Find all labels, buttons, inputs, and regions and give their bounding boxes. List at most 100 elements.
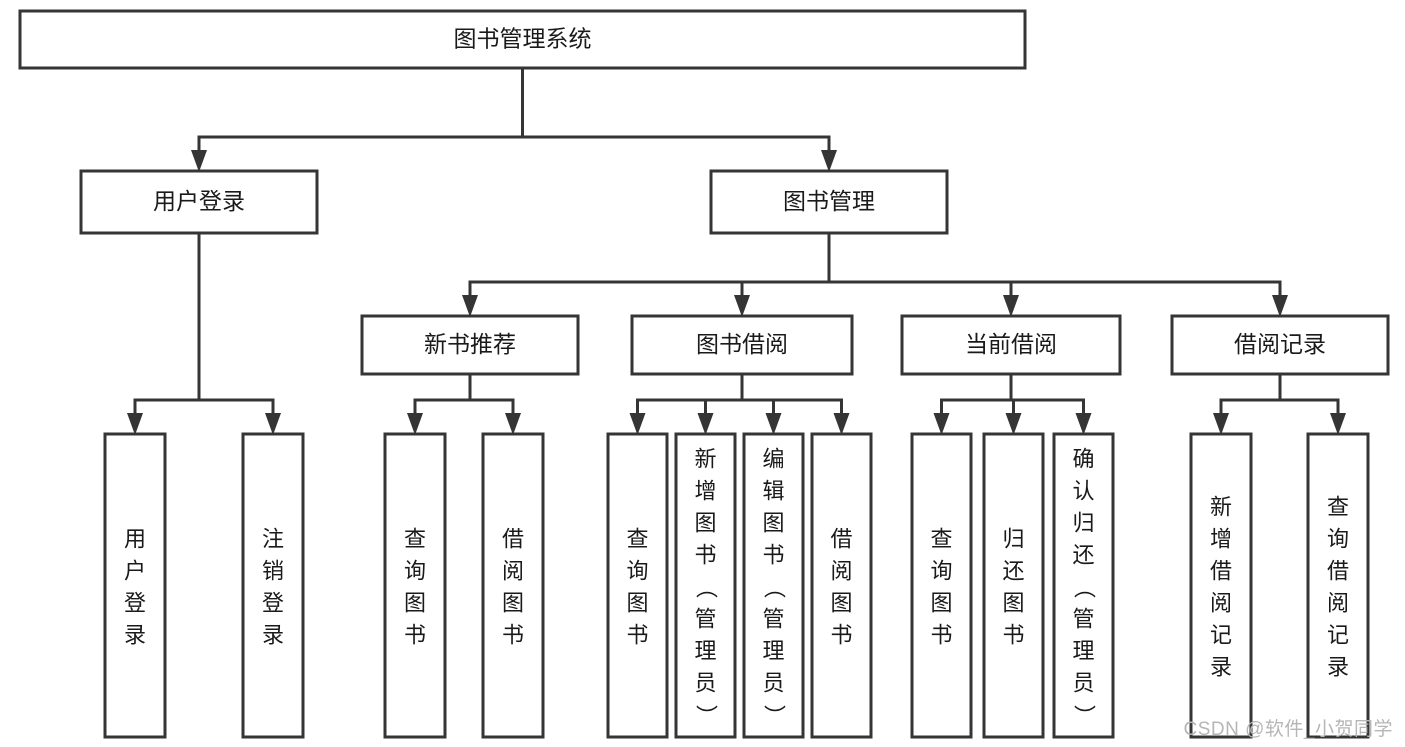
edge-group-new-book-rec [407,372,521,435]
node-label-char: 登 [124,590,146,615]
node-label-char: 销 [262,558,284,583]
node-label-char: 书 [502,622,524,647]
node-label-char: 记 [1210,622,1232,647]
node-box-borrow-record[interactable] [1170,314,1390,376]
edge-group-user-login [127,231,281,435]
node-label-char: 录 [262,622,284,647]
node-box-root[interactable] [18,9,1027,70]
node-box-leaf-user-login[interactable] [103,432,167,739]
node-box-new-book-rec[interactable] [360,314,580,376]
node-label-char: 图 [626,590,648,615]
node-label-char: 录 [1327,654,1349,679]
node-label-char: ） [1072,704,1097,726]
edge-group-book-manage [462,231,1288,317]
node-label-char: 理 [694,638,716,663]
node-label-char: 户 [124,558,146,583]
node-label-char: 书 [1002,622,1024,647]
node-root[interactable]: 图书管理系统 [18,9,1027,70]
node-box-leaf-return-book[interactable] [982,432,1045,739]
node-label-char: 确 [1072,446,1094,471]
node-box-leaf-query-book-borrow[interactable] [606,432,669,739]
edge-group-root [191,66,837,172]
node-box-leaf-user-logout[interactable] [241,432,305,739]
node-label-char: 询 [626,558,648,583]
node-box-leaf-confirm-return-admin[interactable] [1052,432,1115,739]
node-label-char: 录 [1210,654,1232,679]
node-label-char: 阅 [502,558,524,583]
node-label-char: 增 [694,478,716,503]
node-label-char: 员 [1072,670,1094,695]
node-label-char: 登 [262,590,284,615]
node-book-borrow[interactable]: 图书借阅 [630,314,854,376]
node-box-book-manage[interactable] [709,169,949,235]
node-box-book-borrow[interactable] [630,314,854,376]
node-label-book-manage: 图书管理 [783,188,875,214]
node-label-char: （ [1072,576,1097,598]
node-label-char: 书 [694,542,716,567]
node-label-char: 还 [1002,558,1024,583]
node-new-book-rec[interactable]: 新书推荐 [360,314,580,376]
node-box-leaf-add-book-admin[interactable] [674,432,737,739]
node-user-login[interactable]: 用户登录 [79,169,319,235]
node-box-leaf-query-book-current[interactable] [910,432,973,739]
node-box-leaf-edit-book-admin[interactable] [742,432,805,739]
node-label-char: 图 [830,590,852,615]
node-label-char: 记 [1327,622,1349,647]
node-label-char: 查 [930,526,952,551]
node-label-char: 归 [1072,510,1094,535]
node-box-current-borrow[interactable] [900,314,1122,376]
node-box-leaf-query-book-rec[interactable] [383,432,447,739]
node-box-leaf-add-borrow-record[interactable] [1189,432,1253,739]
node-label-char: 用 [124,526,146,551]
node-label-char: 书 [626,622,648,647]
node-leaf-user-login[interactable]: 用户登录 [103,432,167,739]
node-label-char: 书 [404,622,426,647]
node-label-char: 员 [694,670,716,695]
node-label-char: 查 [626,526,648,551]
node-label-char: ） [762,704,787,726]
node-box-leaf-borrow-book-rec[interactable] [481,432,545,739]
edge-group-book-borrow [629,372,850,435]
node-label-char: （ [694,576,719,598]
node-label-char: 理 [1072,638,1094,663]
node-label-char: 编 [762,446,784,471]
node-label-char: 书 [930,622,952,647]
node-box-leaf-borrow-book[interactable] [810,432,873,739]
node-label-user-login: 用户登录 [153,188,245,214]
node-book-manage[interactable]: 图书管理 [709,169,949,235]
node-label-char: ） [694,704,719,726]
node-label-char: 新 [694,446,716,471]
node-label-char: 书 [762,542,784,567]
node-label-char: 查 [1327,494,1349,519]
node-label-char: 阅 [830,558,852,583]
edges-layer [127,66,1346,435]
node-label-char: 询 [1327,526,1349,551]
node-label-char: 归 [1002,526,1024,551]
node-label-char: 借 [830,526,852,551]
node-label-char: 借 [1327,558,1349,583]
node-label-char: 理 [762,638,784,663]
node-borrow-record[interactable]: 借阅记录 [1170,314,1390,376]
node-box-leaf-query-borrow-record[interactable] [1306,432,1370,739]
node-label-char: 图 [762,510,784,535]
node-label-char: 借 [502,526,524,551]
node-label-char: 图 [694,510,716,535]
node-box-user-login[interactable] [79,169,319,235]
node-label-char: 图 [404,590,426,615]
node-label-char: 注 [262,526,284,551]
node-label-char: 管 [762,606,784,631]
node-current-borrow[interactable]: 当前借阅 [900,314,1122,376]
